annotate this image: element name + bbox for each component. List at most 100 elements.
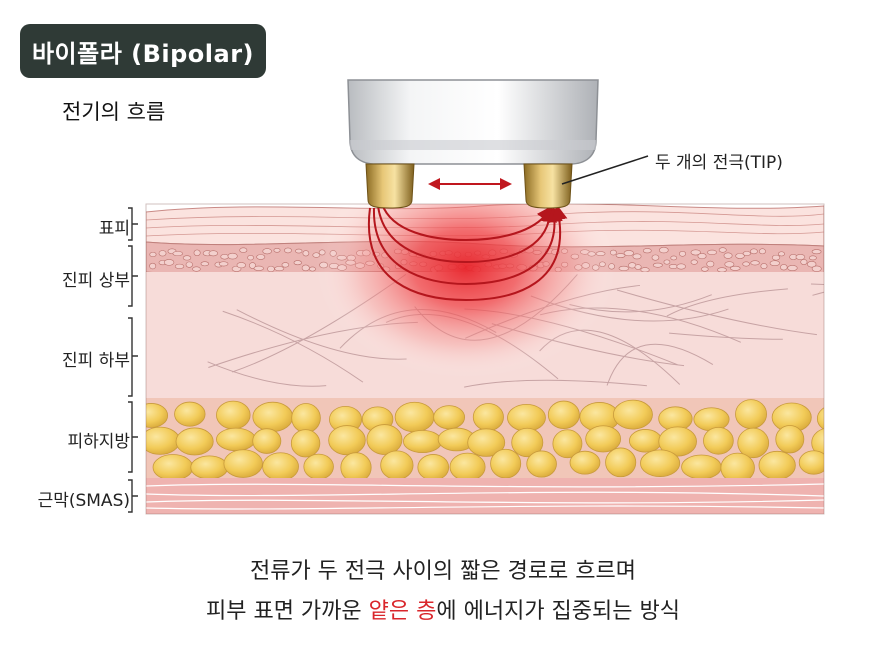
bipolar-device-icon bbox=[347, 79, 599, 165]
dermal-cell bbox=[253, 265, 264, 271]
fat-cell bbox=[252, 401, 294, 432]
fat-cell bbox=[798, 450, 824, 475]
dermal-cell bbox=[690, 249, 701, 256]
fat-cell bbox=[585, 425, 622, 453]
fat-cell bbox=[366, 424, 403, 455]
fat-cell bbox=[605, 447, 637, 478]
dermal-cell bbox=[811, 249, 822, 255]
dermal-cell bbox=[811, 265, 822, 272]
dermal-cell bbox=[185, 261, 193, 268]
layer-label-upper-dermis: 진피 상부 bbox=[62, 271, 130, 291]
tip-label: 두 개의 전극(TIP) bbox=[655, 153, 783, 173]
fat-cell bbox=[340, 452, 372, 483]
fat-cell bbox=[216, 427, 256, 452]
dermal-cell bbox=[795, 253, 806, 261]
electrode-tip-icon bbox=[365, 163, 415, 209]
fat-cell bbox=[811, 428, 824, 458]
double-arrow-icon bbox=[428, 178, 512, 190]
dermal-cell bbox=[679, 250, 687, 257]
collagen-fiber bbox=[666, 288, 788, 317]
fat-cell bbox=[547, 400, 580, 429]
caption-line-2: 피부 표면 가까운 얕은 층에 에너지가 집중되는 방식 bbox=[0, 592, 886, 632]
current-arc-icon bbox=[367, 204, 568, 302]
dermal-cell bbox=[615, 253, 626, 258]
dermal-cell bbox=[200, 261, 210, 267]
fat-cell bbox=[640, 449, 681, 477]
dermal-cell bbox=[262, 248, 272, 255]
dermal-cell bbox=[760, 263, 768, 269]
dermal-cell bbox=[701, 266, 709, 272]
collagen-fiber bbox=[616, 289, 817, 336]
fat-cell bbox=[175, 427, 214, 456]
dermal-cell bbox=[172, 251, 183, 257]
dermal-cell bbox=[632, 253, 642, 260]
dermal-cell bbox=[236, 262, 246, 269]
dermal-cell bbox=[723, 252, 733, 259]
page-subtitle: 전기의 흐름 bbox=[62, 100, 166, 124]
dermal-cell bbox=[707, 249, 717, 256]
dermal-cell bbox=[663, 259, 671, 265]
dermal-cell bbox=[771, 254, 781, 261]
dermal-cell bbox=[218, 261, 229, 267]
smas-fibers bbox=[146, 483, 824, 510]
dermal-cell bbox=[295, 248, 303, 254]
layer-brackets bbox=[128, 207, 138, 513]
fat-cells bbox=[146, 399, 824, 484]
fat-cell bbox=[303, 453, 334, 480]
dermal-cell bbox=[742, 261, 750, 267]
layer-label-smas: 근막(SMAS) bbox=[37, 491, 130, 511]
dermal-cell bbox=[690, 259, 698, 265]
fat-cell bbox=[290, 429, 321, 458]
fat-cell bbox=[816, 407, 824, 430]
layer-label-epidermis: 표피 bbox=[98, 219, 130, 239]
dermal-cell bbox=[267, 265, 275, 273]
dermal-cell bbox=[651, 254, 660, 261]
dermal-cell bbox=[220, 253, 229, 260]
dermal-cell bbox=[640, 267, 650, 273]
electrode-tip-icon bbox=[523, 163, 573, 209]
layer-label-lower-dermis: 진피 하부 bbox=[62, 351, 130, 371]
bracket-smas bbox=[128, 479, 138, 513]
fat-cell bbox=[146, 403, 169, 428]
fat-cell bbox=[223, 449, 263, 478]
dermal-cell bbox=[642, 248, 652, 254]
current-arcs bbox=[367, 203, 568, 302]
dermal-cell bbox=[724, 261, 735, 268]
dermal-cell bbox=[750, 260, 760, 266]
dermal-cell bbox=[787, 264, 798, 272]
fat-cell bbox=[433, 405, 466, 430]
dermal-cell bbox=[697, 252, 707, 260]
current-arc-icon bbox=[372, 206, 563, 286]
dermal-cell bbox=[149, 251, 157, 258]
dermal-cell bbox=[273, 247, 281, 253]
fat-cell bbox=[775, 425, 805, 454]
dermal-cell bbox=[623, 250, 634, 257]
dermal-cell bbox=[634, 264, 642, 270]
dermal-cell bbox=[308, 266, 316, 272]
dermal-cell bbox=[652, 262, 663, 268]
dermal-cell bbox=[301, 264, 310, 272]
fat-cell bbox=[449, 452, 486, 482]
title-badge: 바이폴라 (Bipolar) bbox=[20, 24, 266, 78]
dermal-cell bbox=[718, 247, 727, 253]
energy-heat-zone bbox=[316, 204, 616, 378]
layer-label-fat: 피하지방 bbox=[67, 432, 130, 452]
bracket-upper-dermis bbox=[128, 245, 138, 307]
fat-cell bbox=[152, 454, 194, 481]
fat-cell bbox=[628, 429, 663, 453]
dermal-cell bbox=[778, 251, 785, 257]
fat-cell bbox=[252, 428, 282, 454]
fat-cell bbox=[703, 426, 734, 455]
dermal-cell bbox=[750, 248, 758, 255]
caption-line-1: 전류가 두 전극 사이의 짧은 경로로 흐르며 bbox=[249, 559, 637, 584]
dermal-cell bbox=[193, 249, 201, 257]
dermal-cell bbox=[717, 267, 727, 273]
current-arc-icon bbox=[377, 205, 558, 264]
fat-cell bbox=[291, 403, 321, 433]
fat-cell bbox=[569, 450, 601, 475]
dermal-cell bbox=[249, 262, 256, 269]
fat-cell bbox=[394, 401, 435, 433]
collagen-fiber bbox=[606, 343, 714, 386]
fat-cell bbox=[380, 450, 414, 480]
